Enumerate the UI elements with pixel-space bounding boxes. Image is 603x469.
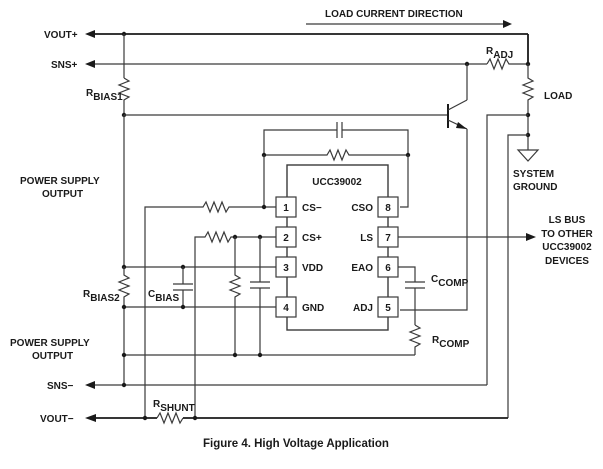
c-bias-label: CBIAS	[148, 289, 179, 304]
ic-pin-8: 8 CSO	[351, 196, 399, 218]
junction-dot	[121, 382, 127, 388]
vout-plus-line	[85, 30, 529, 64]
power-supply-output-label: OUTPUT	[42, 189, 83, 200]
load-current-direction-label: LOAD CURRENT DIRECTION	[325, 9, 463, 20]
cs-minus-resistor	[144, 200, 276, 418]
system-ground-label: GROUND	[513, 182, 557, 193]
junction-dot	[261, 204, 267, 210]
r-comp-label: RCOMP	[432, 335, 470, 350]
r-comp-resistor	[408, 324, 422, 355]
junction-dot	[192, 415, 198, 421]
c-comp-capacitor	[398, 266, 425, 325]
power-supply-output-label: POWER SUPPLY	[20, 176, 100, 187]
ic-pin-3: 3 VDD	[275, 256, 323, 278]
svg-text:8: 8	[385, 203, 391, 214]
cs-plus-filter-capacitor	[250, 237, 270, 355]
ls-bus-label: LS BUS	[549, 215, 586, 226]
svg-text:CSO: CSO	[351, 203, 373, 214]
system-ground-label: SYSTEM	[513, 169, 554, 180]
ic-pin-5: 5 ADJ	[353, 296, 399, 318]
figure-caption: Figure 4. High Voltage Application	[203, 438, 389, 450]
svg-text:3: 3	[283, 263, 289, 274]
power-supply-output-label: POWER SUPPLY	[10, 338, 90, 349]
r-bias1-resistor	[117, 77, 131, 115]
cs-plus-resistor	[194, 230, 276, 418]
junction-dot	[142, 415, 148, 421]
svg-text:1: 1	[283, 203, 289, 214]
svg-text:5: 5	[385, 303, 391, 314]
junction-dot	[121, 352, 127, 358]
svg-text:4: 4	[283, 303, 289, 314]
svg-text:2: 2	[283, 233, 289, 244]
ls-bus-label: DEVICES	[545, 256, 589, 267]
svg-text:CS+: CS+	[302, 233, 322, 244]
r-adj-label: RADJ	[486, 46, 513, 61]
c-bias-capacitor	[173, 267, 193, 307]
load-resistor	[521, 64, 535, 150]
junction-dot	[232, 352, 238, 358]
vout-plus-label: VOUT+	[44, 30, 78, 41]
svg-text:EAO: EAO	[351, 263, 373, 274]
ls-bus-label: TO OTHER	[541, 229, 593, 240]
cso-feedback-capacitor	[263, 122, 409, 155]
r-bias1-label: RBIAS1	[86, 88, 123, 103]
ic-name: UCC39002	[312, 177, 362, 188]
r-adj-resistor	[486, 57, 528, 71]
junction-dot	[121, 304, 127, 310]
sns-minus-label: SNS−	[47, 381, 74, 392]
c-comp-label: CCOMP	[431, 274, 469, 289]
cso-feedback-resistor	[264, 148, 408, 162]
load-label: LOAD	[544, 91, 572, 102]
sns-plus-line	[85, 60, 487, 68]
svg-text:CS−: CS−	[302, 203, 322, 214]
svg-text:6: 6	[385, 263, 391, 274]
svg-text:VDD: VDD	[302, 263, 323, 274]
ls-bus-wire	[398, 233, 536, 241]
sns-minus-line	[85, 381, 487, 389]
vout-minus-return-wire	[507, 134, 528, 418]
vout-minus-line	[85, 411, 508, 425]
sns-plus-label: SNS+	[51, 60, 78, 71]
ground-icon	[516, 149, 540, 162]
r-bias2-label: RBIAS2	[83, 289, 120, 304]
sns-minus-return-wire	[486, 114, 528, 385]
r-bias2-resistor	[117, 267, 131, 385]
power-supply-output-label: OUTPUT	[32, 351, 73, 362]
svg-text:LS: LS	[360, 233, 373, 244]
svg-text:GND: GND	[302, 303, 324, 314]
npn-transistor	[400, 64, 468, 311]
load-current-arrow	[306, 20, 512, 28]
junction-dot	[180, 304, 186, 310]
vout-minus-label: VOUT−	[40, 414, 74, 425]
svg-text:ADJ: ADJ	[353, 303, 373, 314]
cso-wire	[400, 155, 409, 208]
ic-pin-1: 1 CS−	[275, 196, 322, 218]
junction-dot	[257, 352, 263, 358]
ls-bus-label: UCC39002	[542, 242, 592, 253]
r-shunt-label: RSHUNT	[153, 399, 195, 414]
cs-plus-filter-resistor	[228, 237, 242, 355]
svg-text:7: 7	[385, 233, 391, 244]
